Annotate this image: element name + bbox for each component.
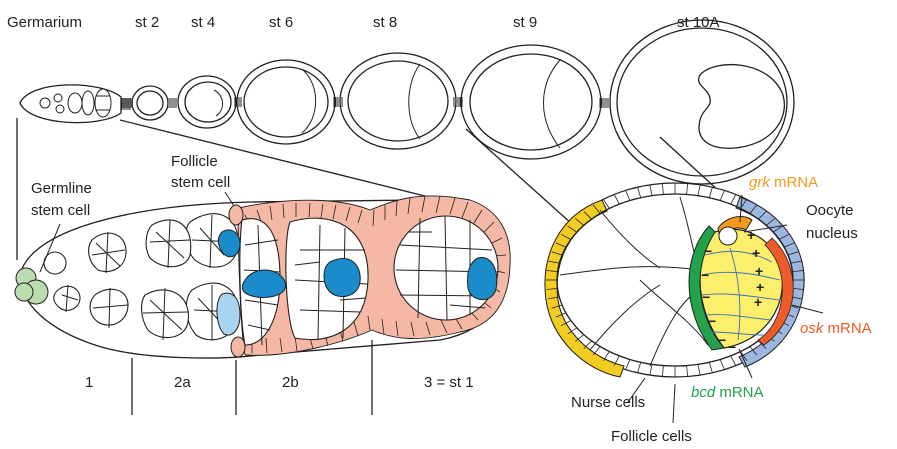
label-osk-mrna: osk mRNA (800, 320, 872, 337)
egg-chamber-st8 (340, 53, 456, 149)
egg-chamber-st10a (610, 20, 794, 184)
label-follicle-cells: Follicle cells (611, 428, 692, 445)
ovariole-row (20, 20, 794, 184)
germline-cysts-2a (142, 205, 245, 357)
egg-chamber-st2 (132, 86, 168, 120)
svg-text:−: − (702, 289, 710, 305)
label-oocyte-1: Oocyte (806, 202, 854, 219)
stage9-detail: + + + + + − − − − − − grk mRNA Oocyte nu… (545, 174, 872, 445)
label-oocyte-2: nucleus (806, 225, 858, 242)
germarium-detail: 1 2a 2b 3 = st 1 Germline stem cell Foll… (15, 153, 510, 415)
svg-text:+: + (747, 227, 755, 243)
stage-labels: Germarium st 2 st 4 st 6 st 8 st 9 st 10… (7, 14, 720, 31)
label-follicle-stem-cell-2: stem cell (171, 174, 230, 191)
svg-text:−: − (728, 339, 736, 355)
label-germline-stem-cell-2: stem cell (31, 202, 90, 219)
svg-text:+: + (752, 245, 760, 261)
svg-text:−: − (704, 243, 712, 259)
egg-chamber-st4 (178, 76, 236, 128)
label-region-1: 1 (85, 374, 93, 391)
label-nurse-cells: Nurse cells (571, 394, 645, 411)
label-region-2b: 2b (282, 374, 299, 391)
svg-text:+: + (755, 263, 763, 279)
germarium-top (20, 85, 121, 123)
svg-text:+: + (754, 294, 762, 310)
label-grk-mrna: grk mRNA (749, 174, 818, 191)
svg-text:+: + (756, 279, 764, 295)
egg-chamber-st6 (237, 60, 335, 144)
label-st9: st 9 (513, 14, 537, 31)
label-st10a: st 10A (677, 14, 720, 31)
interfollicular-stalks (121, 97, 610, 110)
label-st6: st 6 (269, 14, 293, 31)
svg-text:−: − (708, 313, 716, 329)
svg-text:−: − (701, 267, 709, 283)
label-region-2a: 2a (174, 374, 191, 391)
label-region-3: 3 = st 1 (424, 374, 474, 391)
svg-text:−: − (718, 332, 726, 348)
egg-chamber-st9 (461, 45, 601, 159)
label-germarium: Germarium (7, 14, 82, 31)
label-st8: st 8 (373, 14, 397, 31)
label-germline-stem-cell-1: Germline (31, 180, 92, 197)
label-bcd-mrna: bcd mRNA (691, 384, 764, 401)
label-st2: st 2 (135, 14, 159, 31)
germline-region-1 (15, 232, 128, 328)
label-st4: st 4 (191, 14, 215, 31)
label-follicle-stem-cell-1: Follicle (171, 153, 218, 170)
